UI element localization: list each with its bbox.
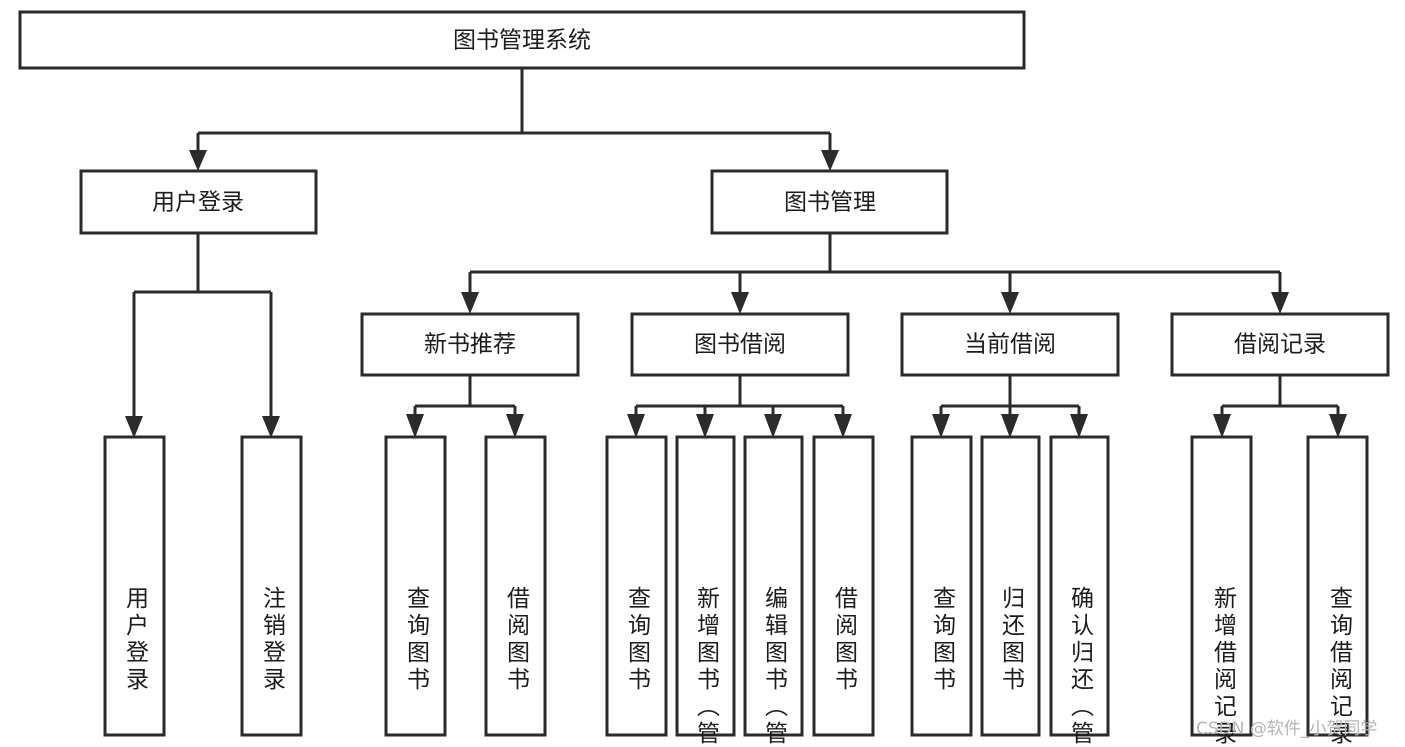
node-leaf-current-query-label: 查询图书 [929, 586, 957, 694]
node-leaf-borrow-lend[interactable]: 借阅图书 [812, 435, 875, 737]
node-leaf-user-login-label: 用户登录 [122, 586, 150, 694]
connectors-root-to-level1 [189, 68, 839, 171]
node-leaf-current-query[interactable]: 查询图书 [910, 435, 973, 737]
node-login-box[interactable] [79, 169, 318, 235]
node-current[interactable]: 当前借阅 [900, 312, 1120, 377]
node-leaf-borrow-query[interactable]: 查询图书 [605, 435, 668, 737]
node-leaf-borrow-add-box[interactable] [675, 435, 736, 737]
node-leaf-records-query[interactable]: 查询借阅记录 [1306, 435, 1369, 747]
arrow-head-icon [627, 414, 645, 438]
arrow-head-icon [731, 292, 749, 314]
connectors-login-to-leaves [125, 233, 280, 438]
node-current-box[interactable] [900, 312, 1120, 377]
node-records[interactable]: 借阅记录 [1170, 312, 1390, 377]
node-borrow-box[interactable] [630, 312, 850, 377]
node-leaf-current-confirm-box[interactable] [1049, 435, 1110, 737]
node-leaf-newbook-query[interactable]: 查询图书 [384, 435, 447, 737]
arrow-head-icon [834, 414, 852, 438]
arrow-head-icon [262, 416, 280, 438]
node-leaf-current-return-label: 归还图书 [998, 586, 1026, 694]
node-root[interactable]: 图书管理系统 [18, 10, 1026, 70]
arrow-head-icon [406, 414, 424, 438]
arrow-head-icon [821, 150, 839, 171]
connectors-current-to-leaves [932, 375, 1088, 438]
connectors-newbook-to-leaves [406, 375, 524, 438]
node-leaf-user-logout[interactable]: 注销登录 [240, 435, 303, 737]
node-leaf-current-confirm[interactable]: 确认归还（管理员） [1049, 435, 1110, 747]
node-leaf-borrow-add-label: 新增图书（管理员） [693, 586, 721, 747]
node-leaf-borrow-lend-label: 借阅图书 [831, 586, 859, 694]
arrow-head-icon [932, 414, 950, 438]
node-leaf-borrow-query-label: 查询图书 [624, 586, 652, 694]
node-leaf-borrow-lend-box[interactable] [812, 435, 875, 737]
node-leaf-borrow-edit[interactable]: 编辑图书（管理员） [743, 435, 804, 747]
node-leaf-borrow-edit-label: 编辑图书（管理员） [761, 586, 789, 747]
node-leaf-user-login[interactable]: 用户登录 [103, 435, 166, 737]
arrow-head-icon [696, 414, 714, 438]
node-login[interactable]: 用户登录 [79, 169, 318, 235]
node-leaf-user-logout-label: 注销登录 [259, 586, 287, 694]
watermark-label: CSDN @软件_小贺同学 [1196, 719, 1377, 739]
node-leaf-user-login-box[interactable] [103, 435, 166, 737]
node-leaf-borrow-query-box[interactable] [605, 435, 668, 737]
node-leaf-newbook-query-label: 查询图书 [403, 586, 431, 694]
node-leaf-records-query-box[interactable] [1306, 435, 1369, 737]
connectors-borrow-to-leaves [627, 375, 852, 438]
node-leaf-current-query-box[interactable] [910, 435, 973, 737]
node-borrow[interactable]: 图书借阅 [630, 312, 850, 377]
node-leaf-borrow-edit-box[interactable] [743, 435, 804, 737]
node-leaf-user-logout-box[interactable] [240, 435, 303, 737]
arrow-head-icon [189, 150, 207, 171]
node-bookmgmt[interactable]: 图书管理 [710, 169, 949, 235]
node-leaf-borrow-add[interactable]: 新增图书（管理员） [675, 435, 736, 747]
arrow-head-icon [461, 292, 479, 314]
node-root-box[interactable] [18, 10, 1026, 70]
node-leaf-newbook-borrow-label: 借阅图书 [503, 586, 531, 694]
node-login-label: 用户登录 [152, 190, 244, 216]
node-bookmgmt-label: 图书管理 [784, 190, 876, 216]
node-records-box[interactable] [1170, 312, 1390, 377]
node-newbook[interactable]: 新书推荐 [360, 312, 580, 377]
node-leaf-current-confirm-label: 确认归还（管理员） [1067, 586, 1095, 747]
node-leaf-current-return[interactable]: 归还图书 [980, 435, 1041, 737]
node-root-label: 图书管理系统 [453, 28, 591, 54]
arrow-head-icon [764, 414, 782, 438]
connectors-records-to-leaves [1213, 375, 1347, 438]
node-bookmgmt-box[interactable] [710, 169, 949, 235]
node-records-label: 借阅记录 [1234, 332, 1326, 358]
node-leaf-newbook-borrow[interactable]: 借阅图书 [484, 435, 547, 737]
arrow-head-icon [1271, 292, 1289, 314]
arrow-head-icon [1001, 414, 1019, 438]
node-current-label: 当前借阅 [964, 332, 1056, 358]
node-leaf-newbook-query-box[interactable] [384, 435, 447, 737]
node-leaf-records-query-label: 查询借阅记录 [1326, 586, 1354, 747]
node-newbook-box[interactable] [360, 312, 580, 377]
node-leaf-newbook-borrow-box[interactable] [484, 435, 547, 737]
connectors-bookmgmt-to-level2 [461, 233, 1289, 314]
arrow-head-icon [1070, 414, 1088, 438]
arrow-head-icon [1329, 414, 1347, 438]
node-leaf-records-add-box[interactable] [1190, 435, 1253, 737]
node-newbook-label: 新书推荐 [424, 332, 516, 358]
arrow-head-icon [506, 414, 524, 438]
node-leaf-records-add[interactable]: 新增借阅记录 [1190, 435, 1253, 747]
node-leaf-current-return-box[interactable] [980, 435, 1041, 737]
arrow-head-icon [125, 416, 143, 438]
node-borrow-label: 图书借阅 [694, 332, 786, 358]
arrow-head-icon [1213, 414, 1231, 438]
arrow-head-icon [1001, 292, 1019, 314]
node-leaf-records-add-label: 新增借阅记录 [1210, 586, 1238, 747]
